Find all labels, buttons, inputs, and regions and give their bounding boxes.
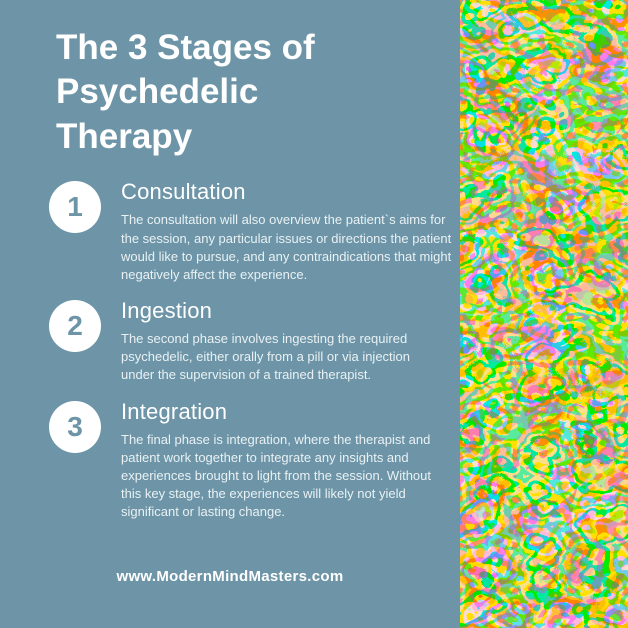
page-title-line: The 3 Stages of — [56, 28, 315, 67]
stage-number: 3 — [67, 410, 83, 442]
stage-number-badge: 2 — [49, 300, 101, 353]
stage-integration: 3 Integration The final phase is integra… — [0, 399, 460, 522]
website-url: www.ModernMindMasters.com — [116, 568, 344, 585]
stage-ingestion: 2 Ingestion The second phase involves in… — [0, 298, 460, 385]
stage-text-block: Ingestion The second phase involves inge… — [121, 298, 423, 385]
psychedelic-art — [460, 0, 628, 628]
content-column: The 3 Stages of Psychedelic Therapy 1 Co… — [0, 26, 460, 585]
stages-list: 1 Consultation The consultation will als… — [0, 179, 460, 521]
stage-description: The second phase involves ingesting the … — [121, 331, 411, 383]
stage-text-block: Integration The final phase is integrati… — [121, 399, 447, 522]
page-title: The 3 Stages of Psychedelic Therapy — [56, 26, 460, 159]
stage-number: 1 — [67, 191, 83, 223]
stage-description: The consultation will also overview the … — [121, 212, 452, 282]
stage-description: The final phase is integration, where th… — [121, 431, 431, 520]
stage-text-block: Consultation The consultation will also … — [121, 179, 460, 284]
stage-heading: Consultation — [121, 179, 246, 205]
stage-consultation: 1 Consultation The consultation will als… — [0, 179, 460, 284]
stage-number-badge: 1 — [49, 181, 101, 234]
stage-number: 2 — [67, 310, 83, 342]
stage-heading: Integration — [121, 398, 228, 424]
page-title-line: Therapy — [56, 116, 193, 156]
stage-heading: Ingestion — [121, 298, 213, 324]
psychedelic-pattern-svg — [460, 0, 628, 628]
stage-number-badge: 3 — [49, 400, 101, 453]
page-title-line: Psychedelic — [56, 72, 259, 112]
